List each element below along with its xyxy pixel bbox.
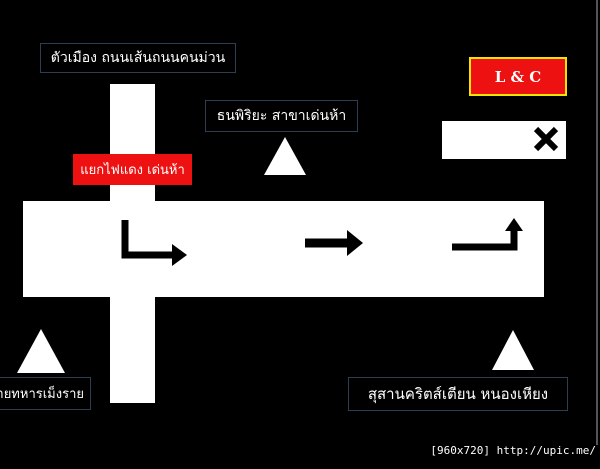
label-city-road: ตัวเมือง ถนนเส้นถนนคนม่วน bbox=[40, 43, 236, 73]
frame-edge bbox=[596, 0, 598, 445]
label-bank: ธนพิริยะ สาขาเด่นห้า bbox=[205, 100, 358, 132]
straight-arrow-icon bbox=[305, 230, 363, 256]
triangle-icon bbox=[264, 137, 306, 175]
x-mark-icon bbox=[533, 126, 559, 152]
turn-left-up-arrow-icon bbox=[452, 218, 523, 251]
turn-right-arrow-icon bbox=[121, 220, 187, 266]
watermark: [960x720] http://upic.me/ bbox=[430, 444, 596, 457]
triangle-icon bbox=[17, 329, 65, 373]
triangle-icon bbox=[492, 330, 534, 370]
label-shop: L & C bbox=[469, 57, 567, 96]
label-intersection: แยกไฟแดง เด่นห้า bbox=[73, 154, 192, 185]
label-army-camp: ายทหารเม็งราย bbox=[0, 377, 91, 410]
label-cemetery: สุสานคริตส์เตียน หนองเหียง bbox=[348, 377, 568, 411]
